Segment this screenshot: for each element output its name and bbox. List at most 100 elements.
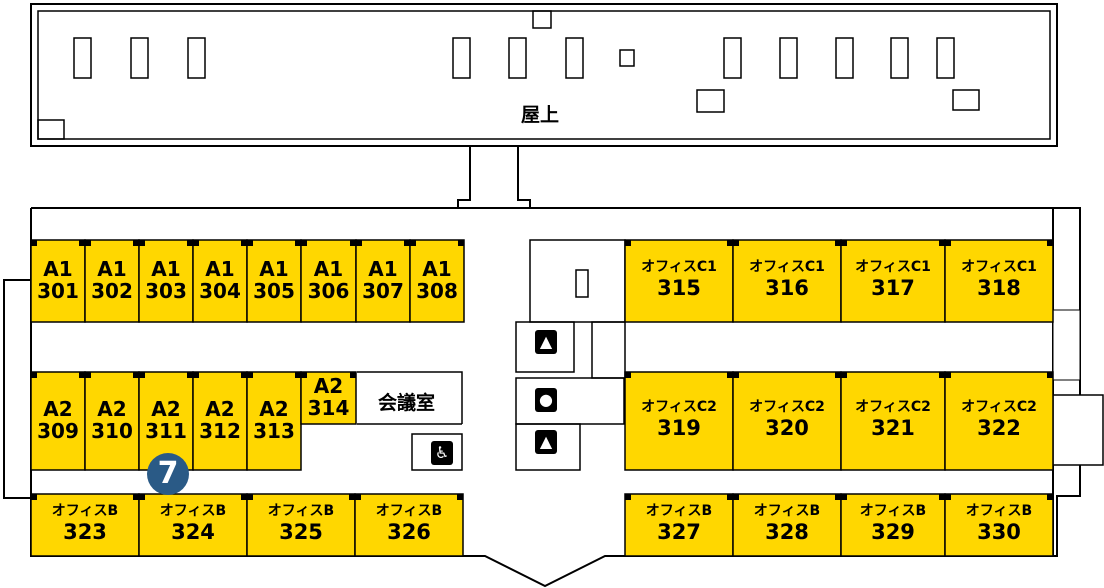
column-marker <box>939 240 945 246</box>
column-marker <box>139 240 145 246</box>
column-marker <box>727 240 733 246</box>
location-marker[interactable]: 7 <box>147 453 189 495</box>
connector-bridge <box>457 146 531 208</box>
column-marker <box>733 494 739 500</box>
column-marker <box>247 240 253 246</box>
column-marker <box>247 372 253 378</box>
room-305[interactable] <box>246 239 302 323</box>
meeting-room-area <box>357 371 463 471</box>
room-304[interactable] <box>192 239 248 323</box>
room-320[interactable] <box>732 371 842 471</box>
column-marker <box>841 372 847 378</box>
wheelchair-accessible-icon: ♿ <box>431 441 453 465</box>
column-marker <box>350 240 356 246</box>
rooftop-area <box>30 3 1058 147</box>
column-marker <box>1047 240 1053 246</box>
column-marker <box>841 240 847 246</box>
column-marker <box>625 494 631 500</box>
column-marker <box>350 372 356 378</box>
room-313[interactable] <box>246 371 302 471</box>
column-marker <box>945 494 951 500</box>
column-marker <box>187 240 193 246</box>
column-marker <box>939 372 945 378</box>
column-marker <box>295 372 301 378</box>
column-marker <box>133 240 139 246</box>
column-marker <box>727 494 733 500</box>
column-marker <box>133 494 139 500</box>
rooms-layer <box>30 239 1054 557</box>
column-marker <box>85 240 91 246</box>
column-marker <box>356 240 362 246</box>
column-marker <box>835 240 841 246</box>
column-marker <box>241 240 247 246</box>
column-marker <box>727 372 733 378</box>
room-303[interactable] <box>138 239 194 323</box>
column-marker <box>625 240 631 246</box>
female-restroom-icon: ▲ <box>535 430 557 454</box>
column-marker <box>31 372 37 378</box>
column-marker <box>835 372 841 378</box>
room-307[interactable] <box>355 239 411 323</box>
column-marker <box>733 372 739 378</box>
column-marker <box>79 372 85 378</box>
column-marker <box>193 240 199 246</box>
rooftop-label: 屋上 <box>521 104 560 126</box>
room-325[interactable] <box>246 493 356 557</box>
room-323[interactable] <box>30 493 140 557</box>
column-marker <box>945 372 951 378</box>
room-317[interactable] <box>840 239 946 323</box>
column-marker <box>295 240 301 246</box>
column-marker <box>945 240 951 246</box>
column-marker <box>835 494 841 500</box>
column-marker <box>939 494 945 500</box>
column-marker <box>457 494 463 500</box>
room-309[interactable] <box>30 371 86 471</box>
room-316[interactable] <box>732 239 842 323</box>
column-marker <box>187 372 193 378</box>
elevator-icon: ▲ <box>535 330 557 354</box>
column-marker <box>79 240 85 246</box>
room-301[interactable] <box>30 239 86 323</box>
room-308[interactable] <box>409 239 465 323</box>
column-marker <box>1047 372 1053 378</box>
room-318[interactable] <box>944 239 1054 323</box>
meeting-room-label: 会議室 <box>378 392 436 414</box>
room-327[interactable] <box>624 493 734 557</box>
room-328[interactable] <box>732 493 842 557</box>
room-312[interactable] <box>192 371 248 471</box>
column-marker <box>841 494 847 500</box>
room-322[interactable] <box>944 371 1054 471</box>
column-marker <box>31 494 37 500</box>
column-marker <box>349 494 355 500</box>
column-marker <box>458 240 464 246</box>
column-marker <box>1047 494 1053 500</box>
column-marker <box>733 240 739 246</box>
room-315[interactable] <box>624 239 734 323</box>
room-306[interactable] <box>300 239 357 323</box>
column-marker <box>404 240 410 246</box>
column-marker <box>301 372 307 378</box>
column-marker <box>301 240 307 246</box>
room-302[interactable] <box>84 239 140 323</box>
room-310[interactable] <box>84 371 140 471</box>
room-330[interactable] <box>944 493 1054 557</box>
male-restroom-icon: ● <box>535 388 557 412</box>
room-321[interactable] <box>840 371 946 471</box>
column-marker <box>139 494 145 500</box>
room-326[interactable] <box>354 493 464 557</box>
column-marker <box>410 240 416 246</box>
center-core <box>515 239 626 471</box>
column-marker <box>139 372 145 378</box>
column-marker <box>133 372 139 378</box>
room-314[interactable] <box>300 371 357 425</box>
column-marker <box>355 494 361 500</box>
column-marker <box>247 494 253 500</box>
room-324[interactable] <box>138 493 248 557</box>
column-marker <box>241 494 247 500</box>
column-marker <box>625 372 631 378</box>
room-319[interactable] <box>624 371 734 471</box>
column-marker <box>31 240 37 246</box>
column-marker <box>241 372 247 378</box>
column-marker <box>193 372 199 378</box>
room-329[interactable] <box>840 493 946 557</box>
